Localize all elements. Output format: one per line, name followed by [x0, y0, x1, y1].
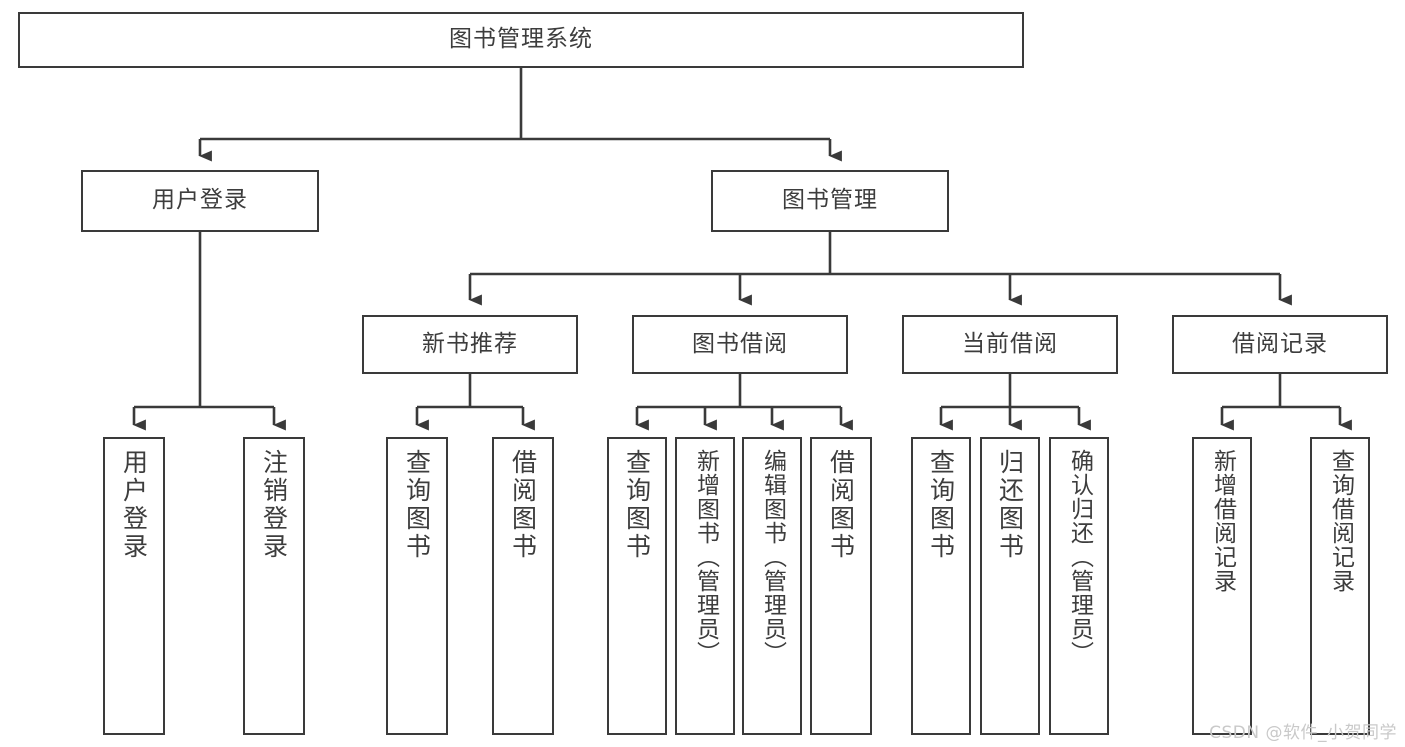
- node-root-system[interactable]: 图书管理系统: [18, 12, 1024, 68]
- node-label: 用户登录: [152, 187, 248, 214]
- leaf-query-book-current[interactable]: 查询图书: [911, 437, 971, 735]
- node-label: 查询图书: [926, 449, 956, 561]
- node-new-book-recommend[interactable]: 新书推荐: [362, 315, 578, 374]
- leaf-borrow-book[interactable]: 借阅图书: [810, 437, 872, 735]
- node-label: 借阅记录: [1232, 330, 1328, 357]
- node-user-login[interactable]: 用户登录: [81, 170, 319, 232]
- leaf-logout-login[interactable]: 注销登录: [243, 437, 305, 735]
- leaf-add-borrow-record[interactable]: 新增借阅记录: [1192, 437, 1252, 735]
- node-label: 查询图书: [402, 449, 432, 561]
- node-label: 查询图书: [622, 449, 652, 561]
- node-borrow-record[interactable]: 借阅记录: [1172, 315, 1388, 374]
- node-label: 编辑图书（管理员）: [759, 449, 786, 665]
- leaf-edit-book-admin[interactable]: 编辑图书（管理员）: [742, 437, 802, 735]
- node-label: 查询借阅记录: [1327, 449, 1354, 593]
- node-label: 图书管理系统: [449, 26, 593, 53]
- leaf-return-book[interactable]: 归还图书: [980, 437, 1040, 735]
- node-label: 当前借阅: [962, 330, 1058, 357]
- csdn-watermark: CSDN @软件_小贺同学: [1209, 723, 1397, 743]
- leaf-query-borrow-record[interactable]: 查询借阅记录: [1310, 437, 1370, 735]
- node-book-management[interactable]: 图书管理: [711, 170, 949, 232]
- node-label: 新增借阅记录: [1209, 449, 1236, 593]
- node-label: 图书借阅: [692, 330, 788, 357]
- leaf-borrow-book-newbook[interactable]: 借阅图书: [492, 437, 554, 735]
- leaf-user-login[interactable]: 用户登录: [103, 437, 165, 735]
- node-label: 新书推荐: [422, 330, 518, 357]
- node-current-borrow[interactable]: 当前借阅: [902, 315, 1118, 374]
- node-label: 图书管理: [782, 187, 878, 214]
- node-book-borrow[interactable]: 图书借阅: [632, 315, 848, 374]
- node-label: 借阅图书: [508, 449, 538, 561]
- leaf-query-book-borrow[interactable]: 查询图书: [607, 437, 667, 735]
- leaf-query-book-newbook[interactable]: 查询图书: [386, 437, 448, 735]
- node-label: 用户登录: [119, 449, 149, 561]
- node-label: 新增图书（管理员）: [692, 449, 719, 665]
- node-label: 确认归还（管理员）: [1066, 449, 1093, 665]
- leaf-confirm-return-admin[interactable]: 确认归还（管理员）: [1049, 437, 1109, 735]
- node-label: 注销登录: [259, 449, 289, 561]
- node-label: 借阅图书: [826, 449, 856, 561]
- leaf-add-book-admin[interactable]: 新增图书（管理员）: [675, 437, 735, 735]
- node-label: 归还图书: [995, 449, 1025, 561]
